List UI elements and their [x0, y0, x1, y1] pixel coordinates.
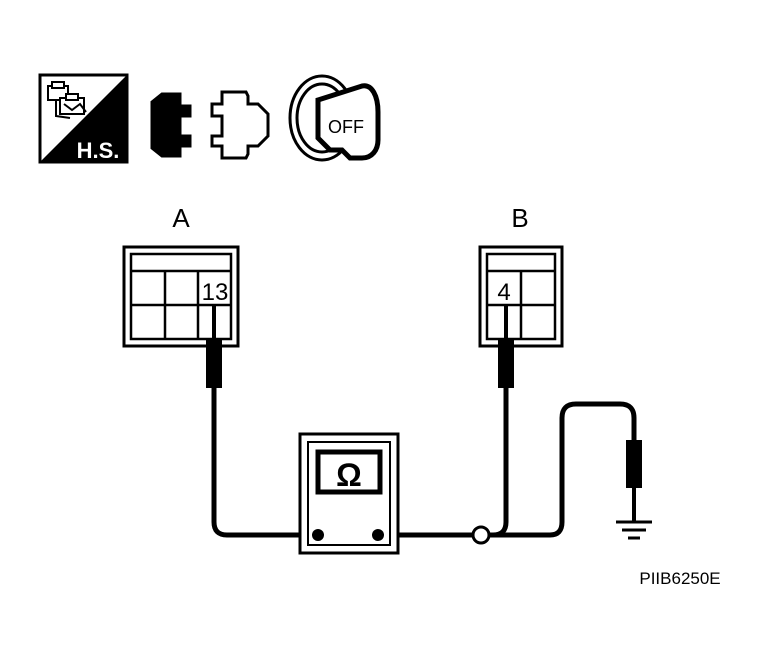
connector-b: 4 — [478, 245, 564, 348]
probe-b — [498, 305, 514, 388]
connector-a-label: A — [172, 203, 190, 233]
ignition-icon-text: OFF — [328, 117, 364, 137]
connector-a-terminal: 13 — [202, 279, 229, 306]
harness-icon-text: H.S. — [77, 138, 120, 163]
meter-terminal-left — [312, 529, 324, 541]
ohmmeter-icon: Ω — [298, 432, 400, 555]
meter-terminal-right — [372, 529, 384, 541]
ground-lead-wire — [490, 401, 637, 538]
wire-junction — [471, 525, 491, 545]
figure-code: PIIB6250E — [639, 569, 720, 588]
ground-probe — [626, 440, 642, 522]
lead-b-wire — [492, 388, 509, 538]
ignition-key-off-icon: OFF — [288, 74, 381, 162]
probe-a — [206, 305, 222, 388]
ground-icon — [616, 520, 652, 540]
connector-disconnect-icon — [150, 90, 270, 160]
connector-a: 13 — [122, 245, 240, 348]
ohmmeter-symbol: Ω — [336, 457, 362, 493]
lead-a-wire — [211, 388, 318, 538]
connector-b-terminal: 4 — [497, 279, 510, 306]
connector-b-label: B — [511, 203, 528, 233]
harness-connector-icon: H.S. — [38, 73, 129, 164]
